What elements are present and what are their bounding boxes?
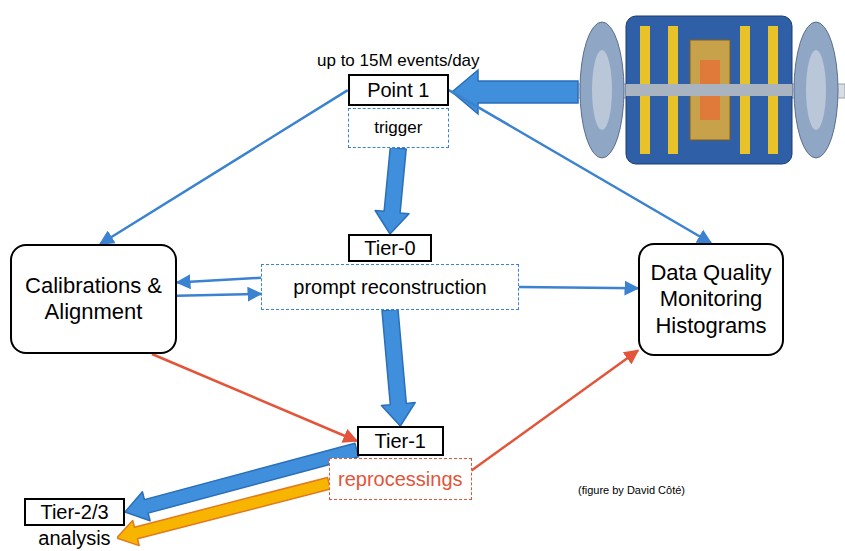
stage-label: reprocessings (338, 468, 463, 491)
rounded-box: Calibrations & Alignment (10, 244, 177, 354)
stage-box-solid: Point 1 (348, 74, 449, 106)
atlas-detector (560, 16, 845, 164)
end-cap-inner (592, 50, 612, 130)
stage-box: Tier-2/3 analysis (24, 498, 125, 548)
stage-label: prompt reconstruction (293, 276, 486, 299)
data-flow-arrow (375, 147, 409, 234)
flow-arrow (177, 294, 261, 296)
barrel (626, 16, 792, 164)
flow-arrow (177, 278, 261, 283)
rate-heading: up to 15M events/day (317, 50, 480, 72)
end-cap-inner (806, 50, 826, 130)
stage-label: Tier-0 (364, 237, 415, 260)
detector-to-point1-arrow (452, 70, 578, 114)
stage-box-dashed: reprocessings (329, 458, 472, 500)
rounded-box: Data Quality Monitoring Histograms (638, 243, 784, 356)
box-label: Calibrations & Alignment (22, 273, 165, 326)
stage-label: trigger (374, 118, 422, 138)
flow-arrow (519, 287, 638, 288)
data-flow-arrow (381, 309, 415, 426)
beam-pipe-core (626, 84, 792, 96)
flow-arrow (472, 350, 639, 470)
stage-box-dashed: prompt reconstruction (261, 264, 519, 310)
box-label: Data Quality Monitoring Histograms (650, 260, 772, 339)
stage-box-dashed: trigger (348, 108, 449, 148)
stage-box-solid: Tier-1 (357, 426, 444, 456)
stage-box-solid: Tier-2/3 (24, 498, 125, 526)
flow-arrow (449, 90, 711, 243)
stage-box: Tier-1 reprocessings (329, 426, 472, 500)
stage-box-solid: Tier-0 (348, 234, 432, 262)
flow-arrow (100, 90, 348, 244)
stage-caption: analysis (32, 528, 116, 548)
flow-arrow (152, 354, 357, 441)
credit-note: (figure by David Côté) (578, 484, 685, 496)
stage-label: Tier-2/3 (40, 501, 108, 524)
data-flow-arrow (125, 443, 359, 521)
stage-label: Tier-1 (375, 430, 426, 453)
end-cap (794, 22, 838, 158)
stage-label: Point 1 (367, 79, 429, 102)
stage-box: Tier-0 prompt reconstruction (261, 234, 519, 310)
end-cap (580, 22, 624, 158)
stage-label: analysis (38, 528, 110, 548)
stage-box: up to 15M events/dayPoint 1 trigger (317, 50, 480, 148)
